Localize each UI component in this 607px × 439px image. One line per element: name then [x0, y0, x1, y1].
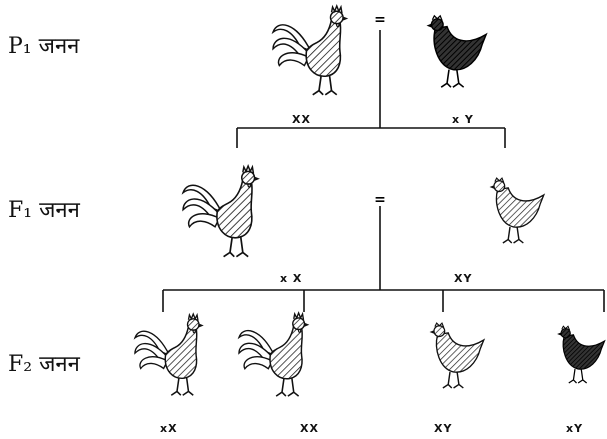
genotype-f2-4: xY: [566, 422, 583, 435]
f2-hen-black: [557, 326, 604, 383]
f1-cross-symbol: =: [374, 192, 386, 208]
f1-hen-barred: [490, 178, 544, 243]
p1-hen-black: [427, 16, 487, 87]
genotype-p1-female: x Y: [452, 113, 474, 126]
generation-label-p1: P₁ जनन: [8, 30, 79, 60]
f2-hen-barred: [430, 323, 484, 388]
genotype-f2-2: XX: [300, 422, 319, 435]
generation-label-f2: F₂ जनन: [8, 348, 80, 378]
generation-label-f1: F₁ जनन: [8, 194, 80, 224]
f2-rooster-1: [135, 314, 204, 395]
genotype-f2-1: xX: [160, 422, 178, 435]
p1-cross-symbol: =: [374, 12, 386, 28]
f1-rooster-barred: [183, 166, 260, 257]
f2-rooster-2: [239, 313, 309, 396]
genotype-f2-3: XY: [434, 422, 452, 435]
genotype-f1-female: XY: [454, 272, 472, 285]
p1-rooster-barred: [273, 6, 348, 95]
genotype-p1-male: XX: [292, 113, 311, 126]
genotype-f1-male: x X: [280, 272, 302, 285]
